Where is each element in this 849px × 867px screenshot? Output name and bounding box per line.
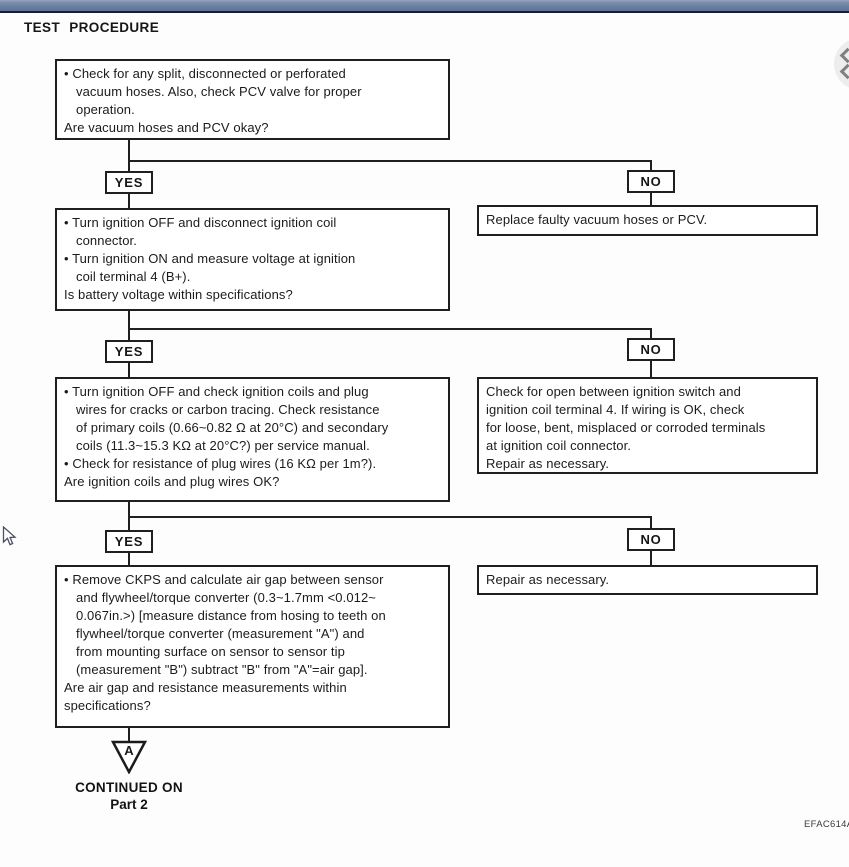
flow-text-line: • Turn ignition OFF and disconnect ignit…	[64, 215, 337, 230]
mouse-cursor-icon	[2, 526, 17, 546]
no-label-3: NO	[627, 528, 675, 551]
connector-line	[128, 194, 130, 208]
flow-text-line: ignition coil terminal 4. If wiring is O…	[486, 402, 745, 417]
flow-text-line: from mounting surface on sensor to senso…	[76, 644, 345, 659]
connector-line	[650, 551, 652, 565]
flow-text-line: • Turn ignition OFF and check ignition c…	[64, 384, 369, 399]
connector-line	[650, 361, 652, 377]
connector-line	[128, 516, 130, 530]
connector-line	[650, 193, 652, 205]
flow-question-line: Is battery voltage within specifications…	[64, 287, 293, 302]
connector-line	[128, 311, 130, 329]
connector-line	[128, 516, 652, 518]
double-chevron-icon	[839, 63, 849, 80]
flow-text-line: and flywheel/torque converter (0.3~1.7mm…	[76, 590, 377, 605]
no-label-2: NO	[627, 338, 675, 361]
document-code: EFAC614A	[804, 819, 849, 830]
floating-scroll-button[interactable]	[834, 38, 849, 90]
flow-text-line: • Check for any split, disconnected or p…	[64, 66, 346, 81]
connector-line	[128, 363, 130, 377]
flow-step-box-3: • Turn ignition OFF and check ignition c…	[55, 377, 450, 502]
offpage-connector-triangle: A	[111, 740, 147, 774]
double-chevron-icon	[839, 47, 849, 64]
flow-text-line: Check for open between ignition switch a…	[486, 384, 741, 399]
flow-text-line: for loose, bent, misplaced or corroded t…	[486, 420, 766, 435]
yes-label-3: YES	[105, 530, 153, 553]
flow-text-line: coil terminal 4 (B+).	[76, 269, 191, 284]
flow-text-line: flywheel/torque converter (measurement "…	[76, 626, 365, 641]
flow-text-line: vacuum hoses. Also, check PCV valve for …	[76, 84, 362, 99]
no-label-1: NO	[627, 170, 675, 193]
flow-step-box-4: • Remove CKPS and calculate air gap betw…	[55, 565, 450, 728]
flow-text-line: operation.	[76, 102, 135, 117]
flow-step-box-2: • Turn ignition OFF and disconnect ignit…	[55, 208, 450, 311]
yes-label-2: YES	[105, 340, 153, 363]
flow-action-box-2: Check for open between ignition switch a…	[477, 377, 818, 474]
page-title: TEST PROCEDURE	[24, 20, 160, 35]
connector-line	[650, 328, 652, 338]
flow-text-line: at ignition coil connector.	[486, 438, 632, 453]
connector-line	[128, 553, 130, 565]
connector-line	[128, 160, 652, 162]
flow-question-line: Are vacuum hoses and PCV okay?	[64, 120, 269, 135]
flow-action-box-3: Repair as necessary.	[477, 565, 818, 595]
flow-question-line: Are air gap and resistance measurements …	[64, 680, 347, 695]
flow-text-line: 0.067in.>) [measure distance from hosing…	[76, 608, 386, 623]
flow-text-line: • Turn ignition ON and measure voltage a…	[64, 251, 356, 266]
connector-line	[128, 328, 130, 340]
flow-text-line: wires for cracks or carbon tracing. Chec…	[76, 402, 380, 417]
flow-action-box-1: Replace faulty vacuum hoses or PCV.	[477, 205, 818, 236]
connector-line	[128, 328, 652, 330]
flow-text-line: of primary coils (0.66~0.82 Ω at 20°C) a…	[76, 420, 389, 435]
connector-line	[128, 728, 130, 741]
flow-text-line: coils (11.3~15.3 KΩ at 20°C?) per servic…	[76, 438, 370, 453]
flow-step-box-1: • Check for any split, disconnected or p…	[55, 59, 450, 140]
yes-label-1: YES	[105, 171, 153, 194]
flow-text-line: • Remove CKPS and calculate air gap betw…	[64, 572, 384, 587]
flow-text-line: Replace faulty vacuum hoses or PCV.	[486, 212, 708, 227]
flow-question-line: specifications?	[64, 698, 151, 713]
connector-line	[128, 160, 130, 171]
flow-question-line: Are ignition coils and plug wires OK?	[64, 474, 280, 489]
connector-line	[650, 160, 652, 170]
flow-text-line: connector.	[76, 233, 137, 248]
connector-line	[650, 516, 652, 528]
flow-text-line: Repair as necessary.	[486, 572, 610, 587]
window-titlebar	[0, 0, 849, 13]
flow-text-line: (measurement "B") subtract "B" from "A"=…	[76, 662, 368, 677]
offpage-connector-label: A	[124, 743, 134, 758]
continued-line-2: Part 2	[110, 797, 148, 812]
connector-line	[128, 140, 130, 161]
connector-line	[128, 502, 130, 518]
flow-text-line: Repair as necessary.	[486, 456, 610, 471]
flow-text-line: • Check for resistance of plug wires (16…	[64, 456, 377, 471]
continued-note: CONTINUED ON Part 2	[40, 780, 218, 812]
continued-line-1: CONTINUED ON	[75, 780, 183, 795]
